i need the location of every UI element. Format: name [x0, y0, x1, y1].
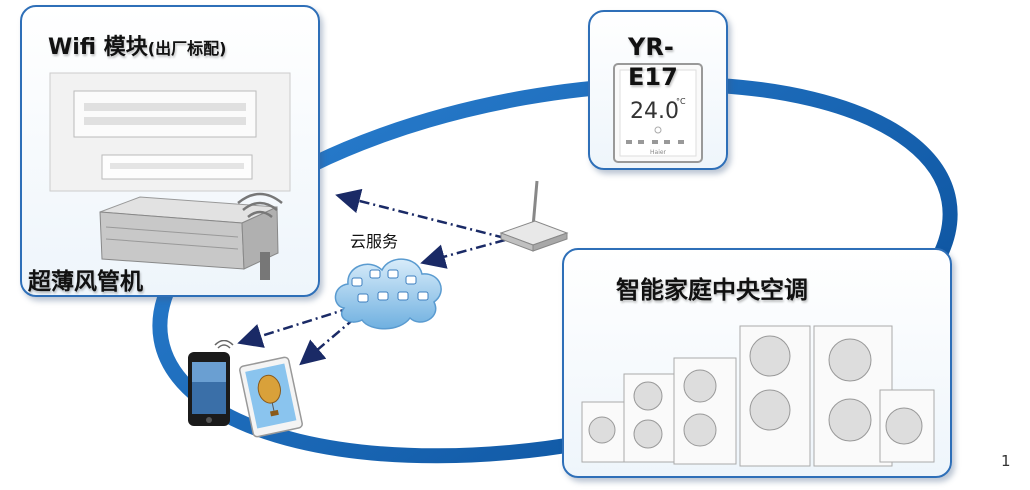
- outdoor-ac-unit: [813, 325, 893, 467]
- wifi-module-title: Wifi 模块(出厂标配): [48, 29, 226, 61]
- smartphone-icon: [188, 340, 234, 426]
- wifi-title-sub: (出厂标配): [147, 39, 227, 58]
- wifi-module-panel: Wifi 模块(出厂标配): [20, 5, 320, 297]
- thermostat-brand: Haier: [650, 149, 667, 156]
- arrow-cloud-to-tablet: [299, 317, 356, 366]
- arrow-router-to-duct: [335, 188, 506, 240]
- outdoor-ac-unit: [673, 357, 737, 465]
- thermostat-display: 24.0: [630, 99, 679, 124]
- central-ac-title: 智能家庭中央空调: [616, 276, 808, 304]
- duct-unit: [99, 196, 279, 280]
- outdoor-ac-unit: [581, 401, 629, 463]
- wifi-title-main: Wifi 模块: [48, 35, 148, 60]
- central-ac-panel: 智能家庭中央空调: [562, 248, 952, 478]
- outdoor-ac-unit: [879, 389, 935, 463]
- wifi-panel-illustration: [49, 72, 291, 280]
- tablet-icon: [239, 356, 303, 438]
- thermostat-illustration: 24.0 °C Haier: [613, 63, 703, 163]
- arrow-cloud-to-phone: [237, 306, 351, 348]
- ceiling-cassette-unit: [49, 72, 291, 192]
- thermostat-unit: °C: [676, 97, 686, 106]
- duct-unit-label: 超薄风管机: [28, 269, 143, 295]
- wifi-icon: [237, 192, 283, 218]
- router-icon: [499, 180, 569, 252]
- arrow-router-to-cloud: [420, 238, 506, 269]
- yr-e17-title: YR-E17: [628, 33, 678, 91]
- yr-e17-panel: 24.0 °C Haier YR-E17: [588, 10, 728, 170]
- outdoor-ac-units: [581, 325, 935, 467]
- page-number: 1: [1001, 452, 1011, 470]
- cloud-icon: [334, 258, 442, 330]
- cloud-service-label: 云服务: [350, 232, 399, 251]
- outdoor-ac-unit: [739, 325, 811, 467]
